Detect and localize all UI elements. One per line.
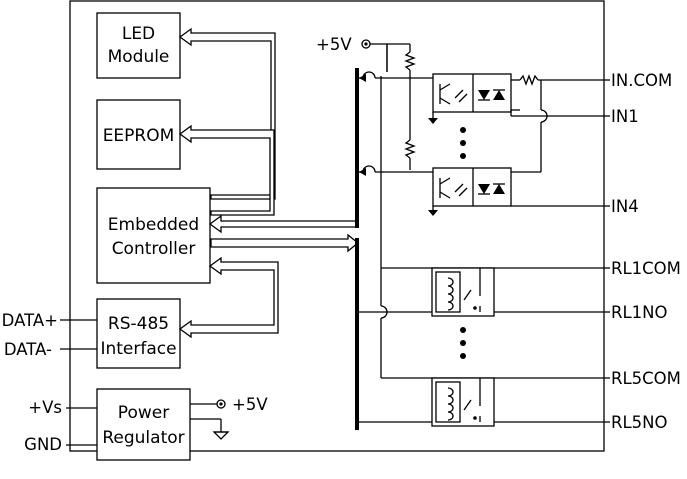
controller-label-2: Controller xyxy=(112,239,196,259)
pin-rl1no: RL1NO xyxy=(611,303,668,322)
top-supply-label: +5V xyxy=(316,35,352,54)
led-module-label-1: LED xyxy=(122,24,155,44)
pin-in1: IN1 xyxy=(611,107,639,126)
relay-ellipsis-dot xyxy=(460,353,466,359)
pin-rl5com: RL5COM xyxy=(611,369,681,388)
output-bus-bar xyxy=(355,238,359,430)
vs-label: +Vs xyxy=(28,398,62,417)
eeprom-block: EEPROM xyxy=(96,99,181,170)
rs485-label-1: RS-485 xyxy=(108,314,169,334)
embedded-controller-block: Embedded Controller xyxy=(96,187,211,284)
eeprom-bus-arrow xyxy=(178,124,275,216)
data-plus-label: DATA+ xyxy=(2,311,58,330)
relay-ellipsis-dot xyxy=(460,340,466,346)
input-ellipsis-dot xyxy=(460,140,466,146)
bus-to-controller-arrow xyxy=(208,214,357,234)
power-label-1: Power xyxy=(118,403,169,423)
relay-5 xyxy=(431,377,495,427)
pin-rl1com: RL1COM xyxy=(611,259,681,278)
pin-in-com: IN.COM xyxy=(611,71,672,90)
power-label-2: Regulator xyxy=(102,428,184,448)
controller-to-bus-arrow xyxy=(210,233,360,253)
pin-in4: IN4 xyxy=(611,197,639,216)
data-minus-label: DATA- xyxy=(4,340,52,359)
led-module-label-2: Module xyxy=(108,47,170,67)
module-frame xyxy=(69,0,605,452)
input-ellipsis-dot xyxy=(460,153,466,159)
led-bus-arrow xyxy=(178,27,276,200)
relay-ellipsis-dot xyxy=(460,327,466,333)
pullup-resistor-2 xyxy=(404,139,416,159)
rs485-bus-arrow xyxy=(178,256,279,339)
eeprom-label: EEPROM xyxy=(103,126,175,146)
led-module-block: LED Module xyxy=(96,12,181,79)
rs485-interface-block: RS-485 Interface xyxy=(96,298,181,369)
relay-1 xyxy=(431,267,495,317)
pullup-resistor-1 xyxy=(404,51,416,71)
controller-label-1: Embedded xyxy=(108,215,199,235)
gnd-label: GND xyxy=(24,435,62,454)
power-out-label: +5V xyxy=(232,395,268,414)
rs485-label-2: Interface xyxy=(100,339,176,359)
power-regulator-block: Power Regulator xyxy=(96,388,191,461)
input-bus-bar xyxy=(355,68,359,228)
pin-rl5no: RL5NO xyxy=(611,413,668,432)
photocoupler-1 xyxy=(428,73,512,124)
photocoupler-4 xyxy=(428,167,512,216)
input-ellipsis-dot xyxy=(460,127,466,133)
